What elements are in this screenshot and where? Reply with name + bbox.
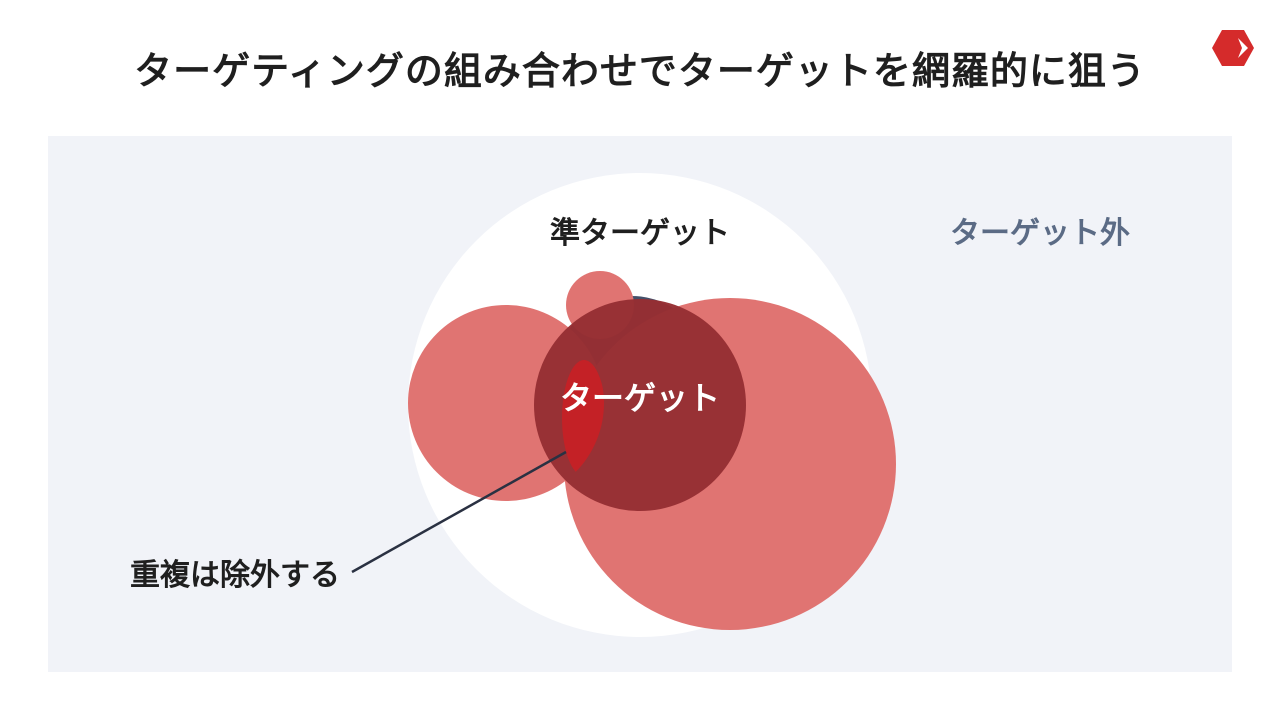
duplicate-leader-line [351, 450, 567, 574]
brand-logo-icon [1212, 30, 1254, 66]
target-label: ターゲット [559, 379, 720, 417]
page-title: ターゲティングの組み合わせでターゲットを網羅的に狙う [134, 49, 1146, 93]
semi-target-label: 準ターゲット [550, 216, 730, 251]
duplicate-exclusion-label: 重複は除外する [130, 558, 340, 593]
outside-target-label: ターゲット外 [950, 216, 1130, 251]
